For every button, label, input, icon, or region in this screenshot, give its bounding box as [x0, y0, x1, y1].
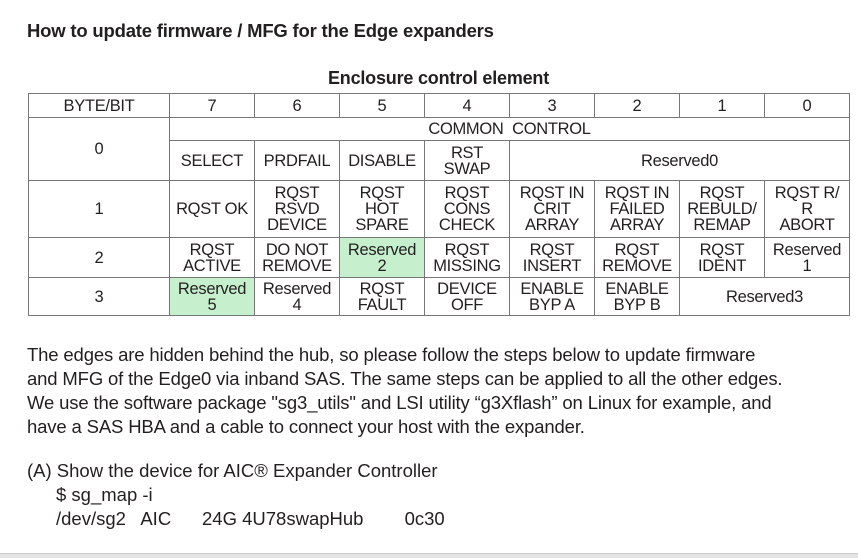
header-cell: 7: [169, 93, 255, 118]
byte-label: 3: [28, 277, 170, 316]
header-cell: 1: [679, 93, 765, 118]
bit-cell: ENABLE BYP B: [594, 277, 680, 316]
bit-cell: RQST IDENT: [679, 237, 765, 278]
header-cell: 6: [254, 93, 340, 118]
bit-cell: RQST INSERT: [509, 237, 595, 278]
header-cell: 4: [424, 93, 510, 118]
table-row: 2 RQST ACTIVE DO NOT REMOVE Reserved 2 R…: [28, 237, 850, 278]
byte-label: 2: [28, 237, 170, 278]
table-caption: Enclosure control element: [327, 68, 550, 88]
bit-cell: RQST IN CRIT ARRAY: [509, 180, 595, 238]
page-bottom-divider: [0, 553, 858, 558]
bit-cell: RQST MISSING: [424, 237, 510, 278]
step-a-command: $ sg_map -i: [56, 484, 153, 505]
paragraph-line: and MFG of the Edge0 via inband SAS. The…: [27, 368, 783, 389]
reserved-highlight-cell: Reserved 2: [339, 237, 425, 278]
bit-cell: RQST REMOVE: [594, 237, 680, 278]
bit-cell: RQST HOT SPARE: [339, 180, 425, 238]
bit-cell: PRDFAIL: [254, 140, 340, 181]
bit-cell: RST SWAP: [424, 140, 510, 181]
instructions-paragraph: The edges are hidden behind the hub, so …: [27, 343, 783, 439]
common-control-cell: COMMON CONTROL: [169, 117, 850, 141]
bit-cell: DISABLE: [339, 140, 425, 181]
header-cell: 3: [509, 93, 595, 118]
bit-cell: Reserved3: [679, 277, 850, 316]
bit-cell: Reserved 4: [254, 277, 340, 316]
enclosure-control-table: BYTE/BIT 7 6 5 4 3 2 1 0 0 COMMON CONTRO…: [28, 93, 850, 316]
bit-cell: Reserved0: [509, 140, 850, 181]
bit-cell: RQST R/ R ABORT: [764, 180, 850, 238]
header-cell: 0: [764, 93, 850, 118]
page-title: How to update firmware / MFG for the Edg…: [27, 20, 494, 41]
bit-cell: DEVICE OFF: [424, 277, 510, 316]
header-cell: BYTE/BIT: [28, 93, 170, 118]
table-row: SELECT PRDFAIL DISABLE RST SWAP Reserved…: [29, 140, 850, 181]
byte-label: 0: [28, 117, 170, 181]
table-row: 1 RQST OK RQST RSVD DEVICE RQST HOT SPAR…: [28, 180, 850, 238]
bit-cell: RQST OK: [169, 180, 255, 238]
step-a: (A) Show the device for AIC® Expander Co…: [27, 459, 445, 531]
byte-label: 1: [28, 180, 170, 238]
bit-cell: Reserved 1: [764, 237, 850, 278]
bit-cell: ENABLE BYP A: [509, 277, 595, 316]
paragraph-line: have a SAS HBA and a cable to connect yo…: [27, 416, 585, 437]
bit-cell: RQST CONS CHECK: [424, 180, 510, 238]
header-cell: 2: [594, 93, 680, 118]
paragraph-line: We use the software package "sg3_utils" …: [27, 392, 772, 413]
paragraph-line: The edges are hidden behind the hub, so …: [27, 344, 756, 365]
step-a-output: /dev/sg2 AIC 24G 4U78swapHub 0c30: [56, 508, 445, 529]
bit-cell: DO NOT REMOVE: [254, 237, 340, 278]
bit-cell: SELECT: [169, 140, 255, 181]
header-cell: 5: [339, 93, 425, 118]
bit-cell: RQST RSVD DEVICE: [254, 180, 340, 238]
reserved-highlight-cell: Reserved 5: [169, 277, 255, 316]
bit-cell: RQST FAULT: [339, 277, 425, 316]
bit-cell: RQST ACTIVE: [169, 237, 255, 278]
table-row: 0 COMMON CONTROL: [28, 117, 850, 181]
bit-cell: RQST IN FAILED ARRAY: [594, 180, 680, 238]
table-header-row: BYTE/BIT 7 6 5 4 3 2 1 0: [28, 93, 850, 118]
step-a-heading: (A) Show the device for AIC® Expander Co…: [27, 460, 438, 481]
bit-cell: RQST REBULD/ REMAP: [679, 180, 765, 238]
table-row: 3 Reserved 5 Reserved 4 RQST FAULT DEVIC…: [28, 277, 850, 316]
